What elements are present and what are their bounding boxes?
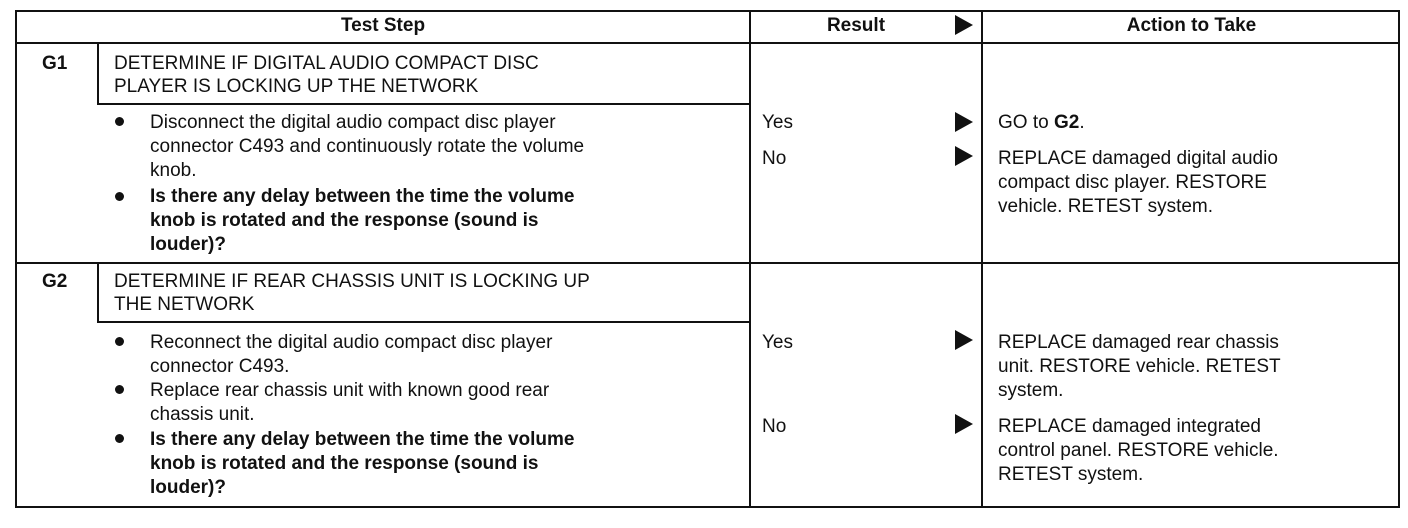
g2-title-line2: THE NETWORK: [114, 294, 255, 315]
g1-bullet2-line3: louder)?: [150, 234, 226, 255]
g2-id-divider: [97, 262, 99, 322]
g1-bullet2-line2: knob is rotated and the response (sound …: [150, 210, 539, 231]
g1-title-line2: PLAYER IS LOCKING UP THE NETWORK: [114, 76, 479, 97]
g2-title-underline: [97, 321, 751, 323]
header-action-to-take: Action to Take: [1126, 15, 1257, 36]
column-divider-result-action: [981, 10, 983, 508]
g1-bullet1-line1: Disconnect the digital audio compact dis…: [150, 112, 556, 133]
g1-action-no-line2: compact disc player. RESTORE: [998, 172, 1267, 193]
g1-result-no: No: [762, 148, 787, 169]
g1-bullet1-line3: knob.: [150, 160, 197, 181]
g2-action-no-line2: control panel. RESTORE vehicle.: [998, 440, 1279, 461]
g1-action-no-line1: REPLACE damaged digital audio: [998, 148, 1278, 169]
g1-action-yes-suffix: .: [1079, 112, 1085, 133]
bullet-icon: [115, 192, 124, 201]
g2-action-yes-line2: unit. RESTORE vehicle. RETEST: [998, 356, 1281, 377]
g1-result-yes: Yes: [762, 112, 793, 133]
g2-result-no: No: [762, 416, 787, 437]
step-id-g1: G1: [42, 53, 68, 74]
bullet-icon: [115, 434, 124, 443]
g2-action-yes-line3: system.: [998, 380, 1064, 401]
g2-action-yes-line1: REPLACE damaged rear chassis: [998, 332, 1279, 353]
g2-bullet2-line1: Replace rear chassis unit with known goo…: [150, 380, 550, 401]
g1-bullet1-line2: connector C493 and continuously rotate t…: [150, 136, 585, 157]
bullet-icon: [115, 385, 124, 394]
g2-bullet1-line2: connector C493.: [150, 356, 290, 377]
column-divider-test-result: [749, 10, 751, 508]
arrow-right-icon: [955, 112, 973, 132]
g2-bullet3-line1: Is there any delay between the time the …: [150, 429, 575, 450]
g1-id-divider: [97, 42, 99, 104]
g1-title-line1: DETERMINE IF DIGITAL AUDIO COMPACT DISC: [114, 53, 539, 74]
g2-bullet3-line3: louder)?: [150, 477, 226, 498]
g1-action-no-line3: vehicle. RETEST system.: [998, 196, 1214, 217]
g2-action-no-line1: REPLACE damaged integrated: [998, 416, 1261, 437]
g2-bullet1-line1: Reconnect the digital audio compact disc…: [150, 332, 553, 353]
arrow-right-icon: [955, 330, 973, 350]
g1-action-yes-prefix: GO to: [998, 112, 1054, 133]
bullet-icon: [115, 337, 124, 346]
g2-action-no-line3: RETEST system.: [998, 464, 1144, 485]
header-divider: [15, 42, 1400, 44]
header-arrow-icon: [955, 15, 973, 35]
row-divider-g1-g2: [15, 262, 1400, 264]
arrow-right-icon: [955, 414, 973, 434]
g2-bullet2-line2: chassis unit.: [150, 404, 255, 425]
header-result: Result: [826, 15, 886, 36]
header-test-step: Test Step: [340, 15, 426, 36]
g1-action-yes-target: G2: [1053, 112, 1080, 133]
bullet-icon: [115, 117, 124, 126]
g2-title-line1: DETERMINE IF REAR CHASSIS UNIT IS LOCKIN…: [114, 271, 590, 292]
g2-result-yes: Yes: [762, 332, 793, 353]
arrow-right-icon: [955, 146, 973, 166]
g1-title-underline: [97, 103, 751, 105]
diagnostic-table: [15, 10, 1400, 508]
g1-action-yes: GO to G2.: [998, 111, 1085, 134]
g1-bullet2-line1: Is there any delay between the time the …: [150, 186, 575, 207]
g2-bullet3-line2: knob is rotated and the response (sound …: [150, 453, 539, 474]
step-id-g2: G2: [42, 271, 68, 292]
